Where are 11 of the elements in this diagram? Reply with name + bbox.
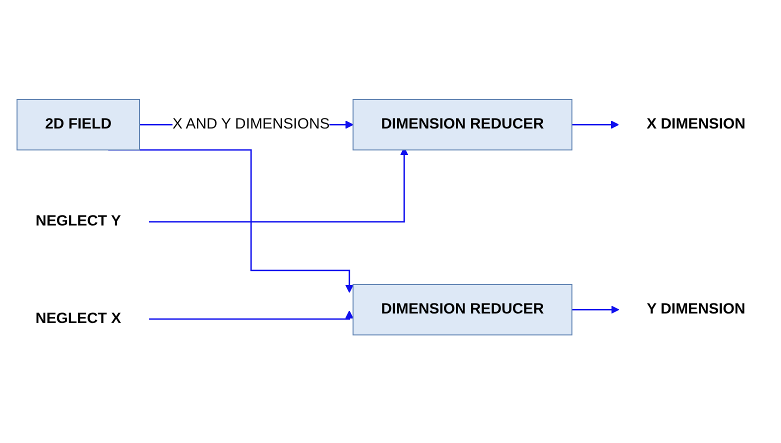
node-box: DIMENSION REDUCER xyxy=(352,284,572,336)
node-text: X DIMENSION xyxy=(646,116,746,132)
arrow xyxy=(572,120,619,128)
node-text: NEGLECT X xyxy=(36,310,122,326)
arrow xyxy=(149,310,354,320)
arrow xyxy=(572,305,620,314)
node-box: 2D FIELD xyxy=(16,98,140,150)
edge-label: X AND Y DIMENSIONS xyxy=(172,116,330,132)
node-text: NEGLECT Y xyxy=(36,213,121,229)
node-text: Y DIMENSION xyxy=(646,300,746,317)
node-box: DIMENSION REDUCER xyxy=(352,98,572,150)
